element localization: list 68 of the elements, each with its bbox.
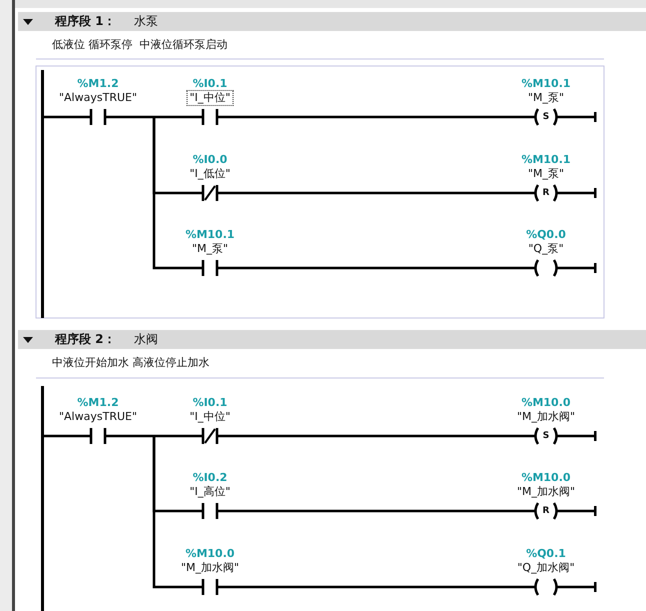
network-header xyxy=(18,330,646,349)
tag-name: "AlwaysTRUE" xyxy=(58,91,138,105)
tag-name: "M_加水阀" xyxy=(180,561,240,575)
wire xyxy=(250,510,501,512)
wire xyxy=(44,116,54,118)
wire xyxy=(250,266,506,270)
wire xyxy=(142,434,170,438)
coil-type: S xyxy=(542,111,550,123)
tag-name: "I_中位" xyxy=(188,91,232,105)
tag-name: "Q_泵" xyxy=(527,242,565,256)
operand-address: %I0.0 xyxy=(192,153,228,167)
coil xyxy=(506,153,586,203)
tag-name: "I_低位" xyxy=(188,167,232,181)
coil-type: R xyxy=(542,505,550,517)
tag-name: "M_加水阀" xyxy=(516,410,576,424)
coil xyxy=(506,228,586,278)
comment-text: 中液位开始加水 高液位停止加水 xyxy=(52,356,210,370)
tag-name: "M_泵" xyxy=(526,167,566,181)
coil xyxy=(501,396,591,446)
tag-name: "M_泵" xyxy=(190,242,230,256)
normally-open-contact xyxy=(170,77,250,127)
wire xyxy=(152,117,170,270)
wire xyxy=(250,434,501,438)
wire xyxy=(142,116,170,118)
normally-closed-contact xyxy=(170,396,250,446)
coil xyxy=(506,77,586,127)
operand-address: %I0.1 xyxy=(192,396,228,410)
normally-open-contact xyxy=(170,471,250,521)
tag-name: "M_加水阀" xyxy=(516,485,576,499)
operand-address: %M10.0 xyxy=(520,471,572,485)
network-header xyxy=(18,12,646,31)
operand-address: %M10.0 xyxy=(520,396,572,410)
operand-address: %M1.2 xyxy=(76,77,120,91)
operand-address: %I0.1 xyxy=(192,77,228,91)
comment-text: 低液位 循环泵停 中液位循环泵启动 xyxy=(52,38,228,52)
operand-address: %I0.2 xyxy=(192,471,228,485)
wire xyxy=(250,116,506,118)
operand-address: %M10.1 xyxy=(520,153,572,167)
normally-open-contact xyxy=(170,228,250,278)
power-rail xyxy=(41,70,44,318)
tag-name: "M_泵" xyxy=(526,91,566,105)
tag-name: "Q_加水阀" xyxy=(516,561,576,575)
tag-name: "I_中位" xyxy=(188,410,232,424)
wire xyxy=(250,192,506,194)
wire xyxy=(152,436,167,588)
network-name: 水泵 xyxy=(134,14,158,29)
normally-open-contact xyxy=(167,547,253,597)
network-name: 水阀 xyxy=(134,332,158,347)
coil-type: S xyxy=(542,430,550,442)
normally-open-contact xyxy=(54,77,142,127)
operand-address: %M1.2 xyxy=(76,396,120,410)
network-title: 程序段 1： xyxy=(55,14,116,29)
coil-type: R xyxy=(542,187,550,199)
network-title: 程序段 2： xyxy=(55,332,116,347)
normally-open-contact xyxy=(54,396,142,446)
coil xyxy=(501,471,591,521)
tag-name: "AlwaysTRUE" xyxy=(58,410,138,424)
normally-closed-contact xyxy=(170,153,250,203)
coil xyxy=(501,547,591,597)
operand-address: %M10.1 xyxy=(520,77,572,91)
power-rail xyxy=(41,386,44,611)
operand-address: %M10.1 xyxy=(184,228,236,242)
operand-address: %Q0.0 xyxy=(525,228,567,242)
operand-address: %Q0.1 xyxy=(525,547,567,561)
wire xyxy=(44,434,54,438)
wire xyxy=(253,586,501,588)
operand-address: %M10.0 xyxy=(184,547,236,561)
tag-name: "I_高位" xyxy=(188,485,232,499)
